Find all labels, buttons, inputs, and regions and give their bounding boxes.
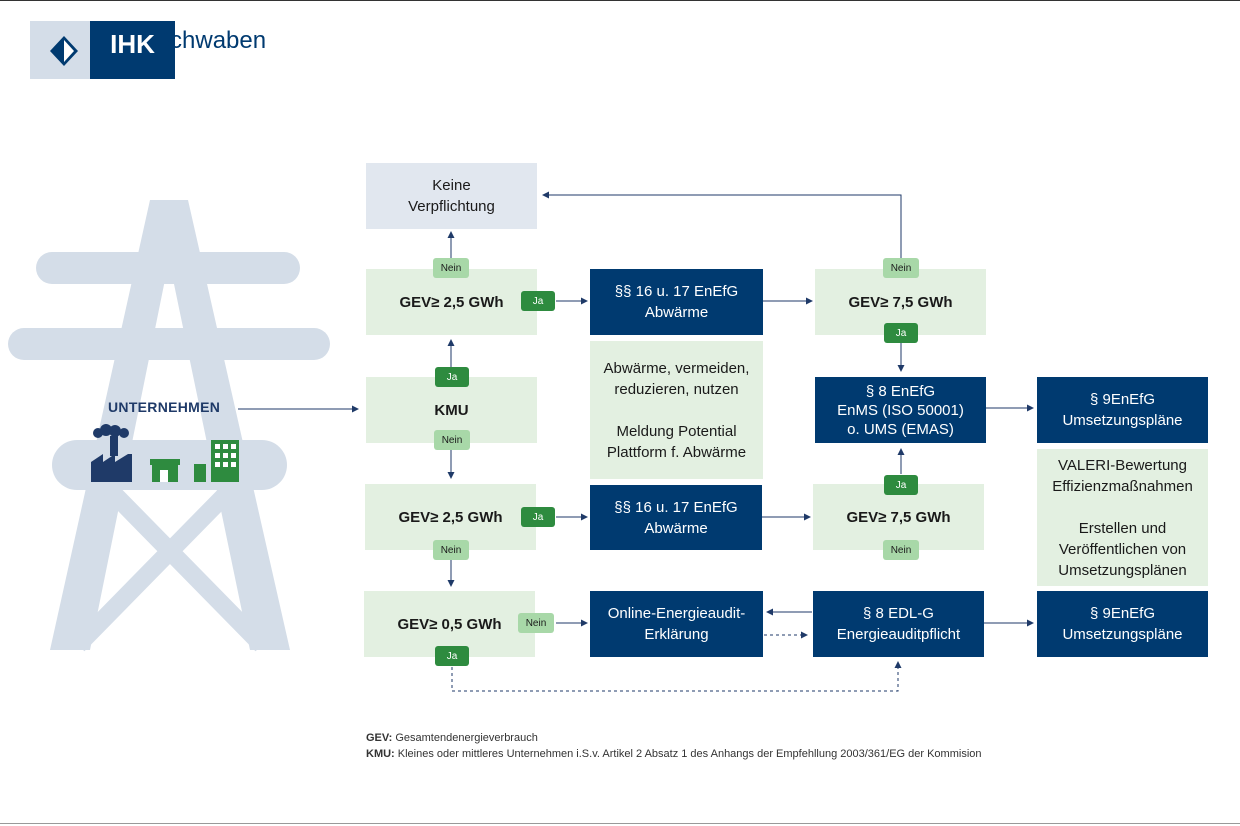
factory-icon — [91, 424, 132, 482]
no-tag: Nein — [434, 430, 470, 450]
footnote-gev-text: Gesamtendenergieverbrauch — [392, 732, 538, 744]
gev-2-5-mid-box: GEV≥ 2,5 GWh — [365, 484, 536, 550]
logo-diamond-icon — [50, 36, 78, 66]
yes-tag: Ja — [435, 367, 469, 387]
yes-tag: Ja — [521, 507, 555, 527]
top-border — [0, 0, 1240, 1]
yes-tag: Ja — [884, 323, 918, 343]
footnote-gev: GEV: Gesamtendenergieverbrauch — [366, 732, 538, 744]
no-tag: Nein — [518, 613, 554, 633]
yes-tag: Ja — [884, 475, 918, 495]
bottom-border — [0, 823, 1240, 824]
implementation-plans-top-box: § 9EnEfG Umsetzungspläne — [1037, 377, 1208, 443]
footnote-kmu: KMU: Kleines oder mittleres Unternehmen … — [366, 748, 982, 760]
yes-tag: Ja — [435, 646, 469, 666]
enms-law-box: § 8 EnEfG EnMS (ISO 50001) o. UMS (EMAS) — [815, 377, 986, 443]
waste-heat-law-mid-box: §§ 16 u. 17 EnEfG Abwärme — [590, 485, 762, 550]
valeri-info-box: VALERI-Bewertung Effizienzmaßnahmen Erst… — [1037, 449, 1208, 586]
footnote-gev-key: GEV: — [366, 732, 393, 744]
ihk-schwaben-logo: IHK Schwaben — [30, 21, 266, 79]
no-tag: Nein — [433, 540, 469, 560]
gev-7-5-mid-box: GEV≥ 7,5 GWh — [813, 484, 984, 550]
no-tag: Nein — [433, 258, 469, 278]
online-energy-audit-box: Online-Energieaudit- Erklärung — [590, 591, 763, 657]
logo-brand-panel: IHK — [90, 21, 175, 79]
logo-diamond-panel — [30, 21, 90, 79]
energy-audit-obligation-box: § 8 EDL-G Energieauditpflicht — [813, 591, 984, 657]
implementation-plans-bottom-box: § 9EnEfG Umsetzungspläne — [1037, 591, 1208, 657]
no-obligation-box: Keine Verpflichtung — [366, 163, 537, 229]
company-icons — [91, 424, 239, 482]
gev-2-5-top-box: GEV≥ 2,5 GWh — [366, 269, 537, 335]
yes-tag: Ja — [521, 291, 555, 311]
waste-heat-law-top-box: §§ 16 u. 17 EnEfG Abwärme — [590, 269, 763, 335]
office-building-icon — [194, 440, 239, 482]
footnote-kmu-text: Kleines oder mittleres Unternehmen i.S.v… — [394, 748, 982, 760]
shop-icon — [150, 459, 180, 482]
waste-heat-info-box: Abwärme, vermeiden, reduzieren, nutzen M… — [590, 341, 763, 479]
logo-region-text: Schwaben — [154, 27, 267, 54]
no-tag: Nein — [883, 258, 919, 278]
footnote-kmu-key: KMU: — [366, 748, 395, 760]
logo-brand-text: IHK — [110, 29, 155, 59]
no-tag: Nein — [883, 540, 919, 560]
company-label: UNTERNEHMEN — [108, 399, 221, 415]
